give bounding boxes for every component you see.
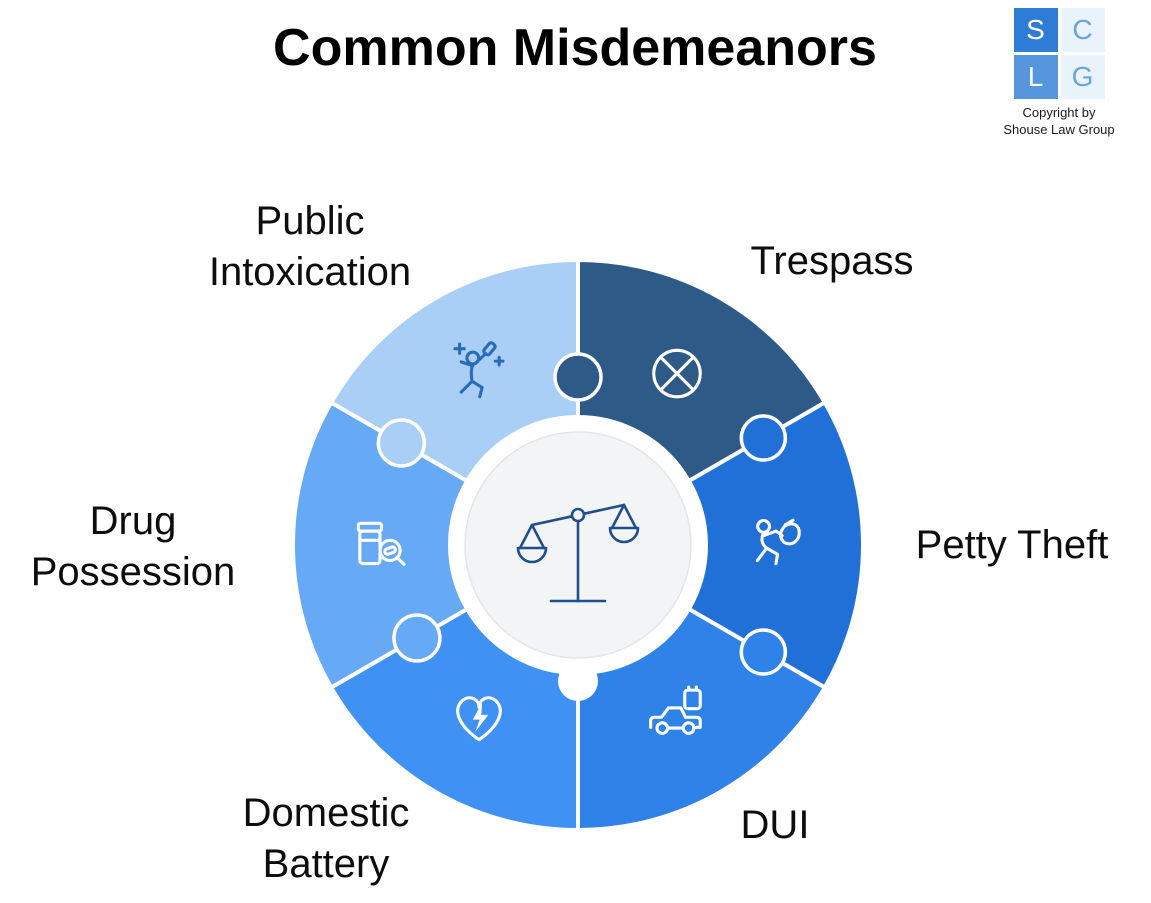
sclg-logo-grid: S C L G (1013, 8, 1105, 99)
running-thief-icon (755, 518, 801, 566)
logo-letter-l: L (1013, 55, 1058, 99)
puzzle-knob (553, 352, 603, 402)
copyright-line1: Copyright by (1022, 105, 1096, 120)
puzzle-knob (376, 418, 427, 468)
logo-letter-g: G (1060, 55, 1105, 99)
scales-of-justice-icon (516, 503, 640, 603)
car-battery-icon (649, 685, 702, 735)
logo-letter-s: S (1013, 8, 1058, 52)
segment-label-petty-theft: Petty Theft (915, 523, 1109, 567)
segment-domestic-battery (329, 607, 580, 832)
pill-bottle-icon (356, 521, 406, 566)
heart-lightning-icon (456, 696, 502, 742)
copyright-text: Copyright by Shouse Law Group (996, 105, 1122, 139)
copyright-line2: Shouse Law Group (1003, 121, 1115, 137)
puzzle-knob (392, 613, 442, 663)
segment-label-domestic-battery: Domestic Battery (242, 791, 410, 887)
page-title: Common Misdemeanors (273, 19, 877, 77)
drunk-person-icon (453, 341, 505, 399)
puzzle-knob (739, 414, 788, 462)
puzzle-notch (558, 661, 598, 701)
segment-label-public-intoxication: Public Intoxication (208, 199, 412, 295)
segment-label-drug-possession: Drug Possession (30, 499, 236, 595)
sclg-logo: S C L G Copyright by Shouse Law Group (996, 8, 1122, 139)
logo-letter-c: C (1060, 8, 1105, 52)
segment-label-trespass: Trespass (750, 239, 914, 283)
segment-label-dui: DUI (740, 803, 810, 847)
segment-petty-theft (686, 400, 865, 690)
no-entry-icon (652, 348, 702, 399)
puzzle-knob (739, 628, 788, 676)
